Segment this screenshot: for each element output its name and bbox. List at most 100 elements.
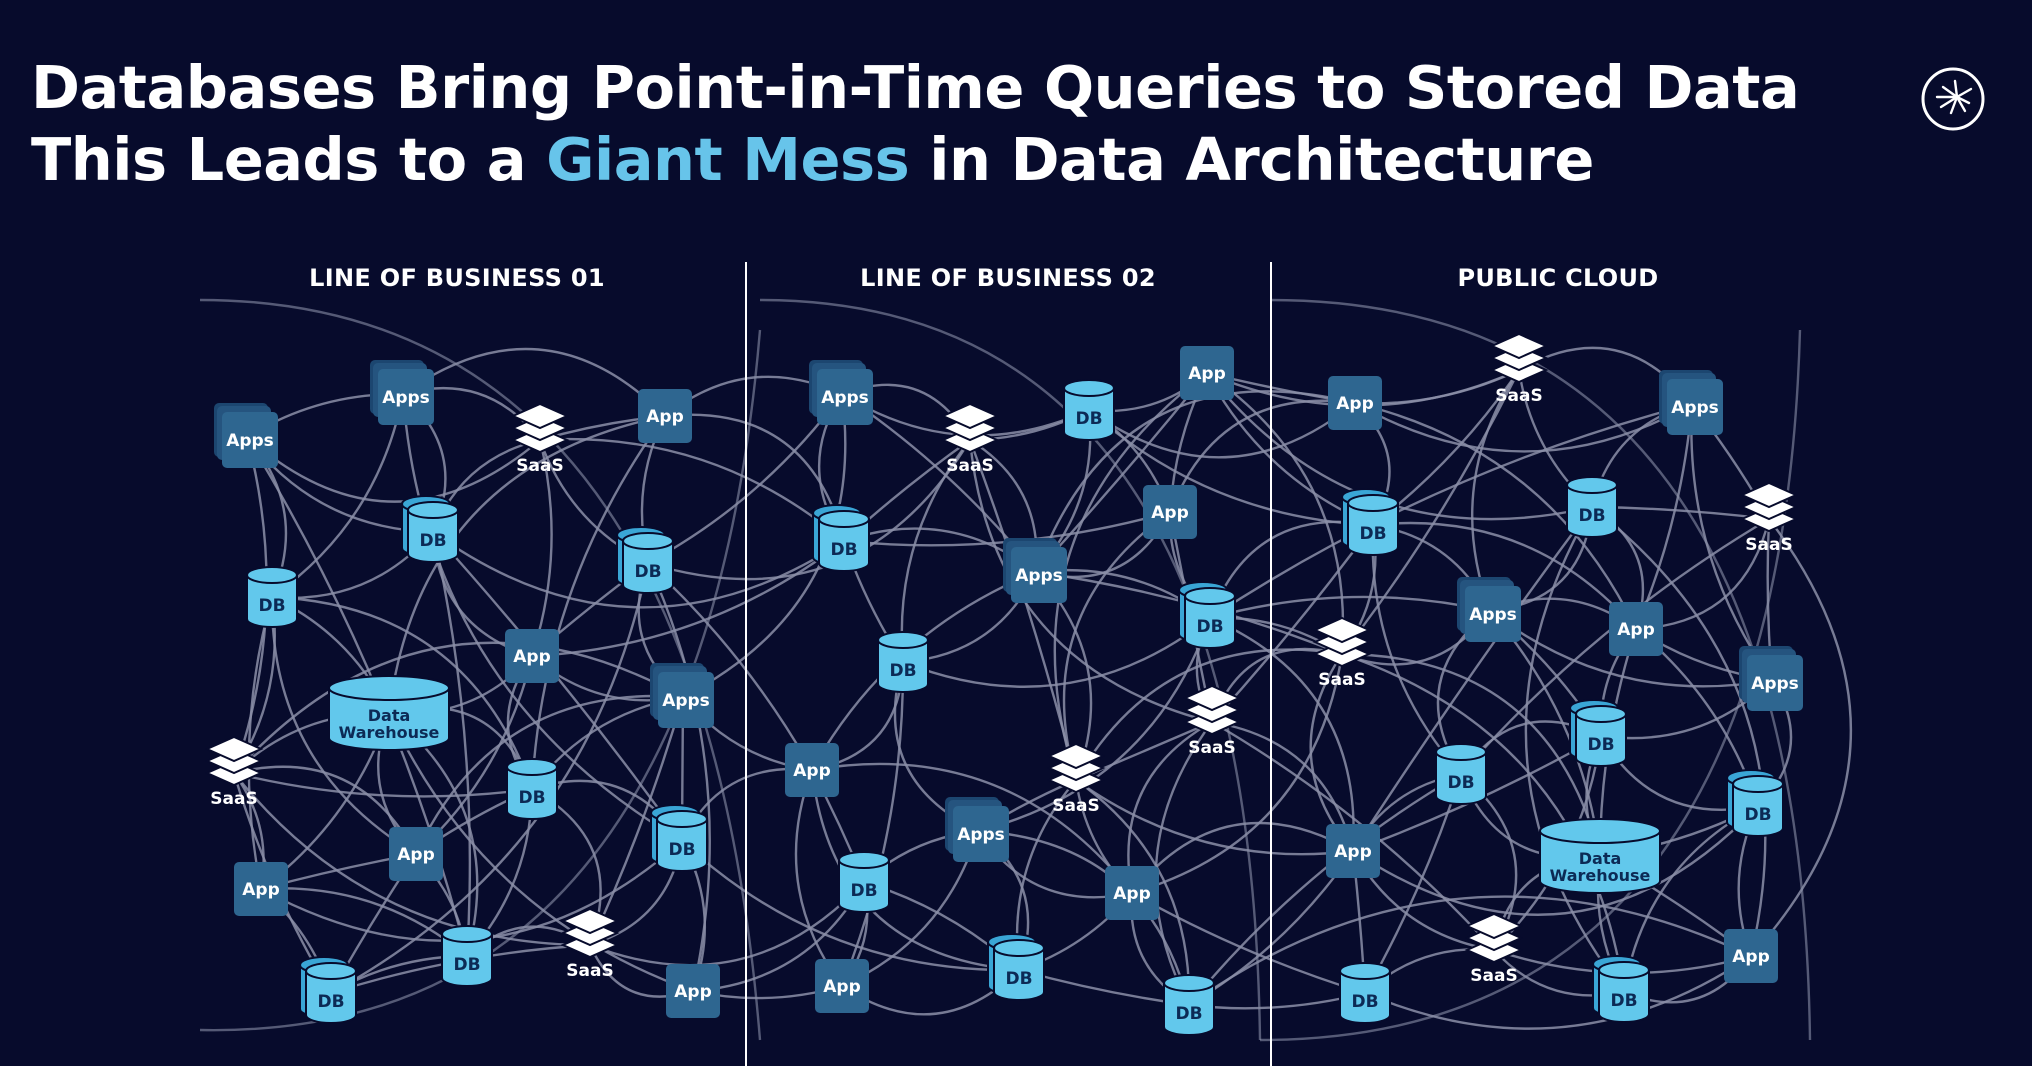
connection-wire xyxy=(840,661,905,987)
saas-label: SaaS xyxy=(1495,386,1542,406)
db-label: DB xyxy=(1447,773,1474,793)
saas-node: SaaS xyxy=(204,735,264,809)
db-node: DB xyxy=(1726,769,1784,837)
connection-wire xyxy=(271,595,534,790)
apps-label: Apps xyxy=(382,388,430,408)
connection-wire xyxy=(681,840,1020,972)
app-label: App xyxy=(1617,620,1655,640)
connection-wire xyxy=(1269,298,1812,1041)
lane-label-lob-01: LINE OF BUSINESS 01 xyxy=(309,264,605,292)
connection-wire xyxy=(646,562,711,992)
saas-label: SaaS xyxy=(1318,670,1365,690)
db-label: DB xyxy=(634,562,661,582)
db-node: DB xyxy=(246,566,298,628)
app-label: App xyxy=(1151,503,1189,523)
warehouse-label-line1: Data xyxy=(368,706,411,725)
connection-wire xyxy=(902,617,1211,688)
db-node: DB xyxy=(441,925,493,987)
connection-wire xyxy=(1209,402,1693,620)
title-line-2-prefix: This Leads to a xyxy=(31,125,547,194)
connection-wire xyxy=(1634,403,1694,630)
db-label: DB xyxy=(830,540,857,560)
db-node: DB xyxy=(987,933,1045,1001)
warehouse-label-line2: Warehouse xyxy=(1550,866,1651,885)
saas-node: SaaS xyxy=(1739,481,1799,555)
app-label: App xyxy=(397,845,435,865)
app-label: App xyxy=(1113,884,1151,904)
connection-wire xyxy=(1354,401,1638,630)
lane-label-public-cloud: PUBLIC CLOUD xyxy=(1457,264,1659,292)
connection-wire xyxy=(431,531,472,957)
connection-wire xyxy=(387,414,666,714)
app-label: App xyxy=(1732,947,1770,967)
connection-wire xyxy=(270,596,417,856)
connection-wire xyxy=(233,641,684,774)
connection-wire xyxy=(1188,991,1366,1010)
db-label: DB xyxy=(668,840,695,860)
db-node: DB xyxy=(1063,379,1115,441)
saas-label: SaaS xyxy=(1188,738,1235,758)
db-label: DB xyxy=(1610,991,1637,1011)
connection-wire xyxy=(682,393,847,699)
connection-wire xyxy=(247,596,274,890)
app-label: App xyxy=(823,977,861,997)
connection-wire xyxy=(589,881,865,967)
connection-wire xyxy=(1154,721,1213,1006)
saas-label: SaaS xyxy=(1052,796,1099,816)
connection-wire xyxy=(1074,648,1343,781)
title-line-2: This Leads to a Giant Mess in Data Archi… xyxy=(31,124,1799,196)
db-label: DB xyxy=(453,955,480,975)
app-label: App xyxy=(674,982,712,1002)
connection-wire xyxy=(531,540,845,658)
app-node: App xyxy=(785,743,839,797)
app-node: App xyxy=(234,862,288,916)
apps-node: Apps xyxy=(1739,646,1803,711)
apps-label: Apps xyxy=(957,825,1005,845)
apps-label: Apps xyxy=(821,388,869,408)
connection-wire xyxy=(759,298,1262,1041)
db-label: DB xyxy=(1587,735,1614,755)
db-label: DB xyxy=(1005,969,1032,989)
app-node: App xyxy=(389,827,443,881)
apps-label: Apps xyxy=(1469,605,1517,625)
saas-label: SaaS xyxy=(516,456,563,476)
connection-wire xyxy=(414,694,684,855)
db-node: DB xyxy=(1566,476,1618,538)
db-label: DB xyxy=(1175,1004,1202,1024)
saas-node: SaaS xyxy=(1046,742,1106,816)
connection-wire xyxy=(1591,505,1770,521)
apps-label: Apps xyxy=(1671,398,1719,418)
connection-wire xyxy=(1351,506,1593,852)
connection-wire xyxy=(1354,401,1693,453)
warehouse-label-line2: Warehouse xyxy=(339,723,440,742)
connection-wire xyxy=(1372,521,1637,630)
connection-wire xyxy=(1168,399,1356,513)
connection-wire xyxy=(1209,616,1355,852)
title-line-2-suffix: in Data Architecture xyxy=(909,125,1594,194)
connection-wire xyxy=(1206,372,1345,655)
db-label: DB xyxy=(518,788,545,808)
connection-wire xyxy=(977,617,1212,833)
db-node: DB xyxy=(1178,581,1236,649)
saas-label: SaaS xyxy=(210,789,257,809)
connection-wire xyxy=(1088,402,1356,459)
connection-wire xyxy=(1524,506,1625,993)
apps-node: Apps xyxy=(1003,538,1067,603)
app-node: App xyxy=(1180,346,1234,400)
connection-wire xyxy=(246,436,541,503)
lane-divider-1 xyxy=(745,262,747,1066)
connection-wire xyxy=(1034,390,1356,573)
apps-node: Apps xyxy=(1457,577,1521,642)
connection-wire xyxy=(539,437,845,542)
db-node: DB xyxy=(838,851,890,913)
db-node: DB xyxy=(877,631,929,693)
connection-wire xyxy=(1062,511,1171,781)
apps-node: Apps xyxy=(945,797,1009,862)
apps-label: Apps xyxy=(662,691,710,711)
apps-node: Apps xyxy=(809,360,873,425)
connection-wire xyxy=(1188,772,1462,1006)
apps-node: Apps xyxy=(370,360,434,425)
db-label: DB xyxy=(1359,524,1386,544)
